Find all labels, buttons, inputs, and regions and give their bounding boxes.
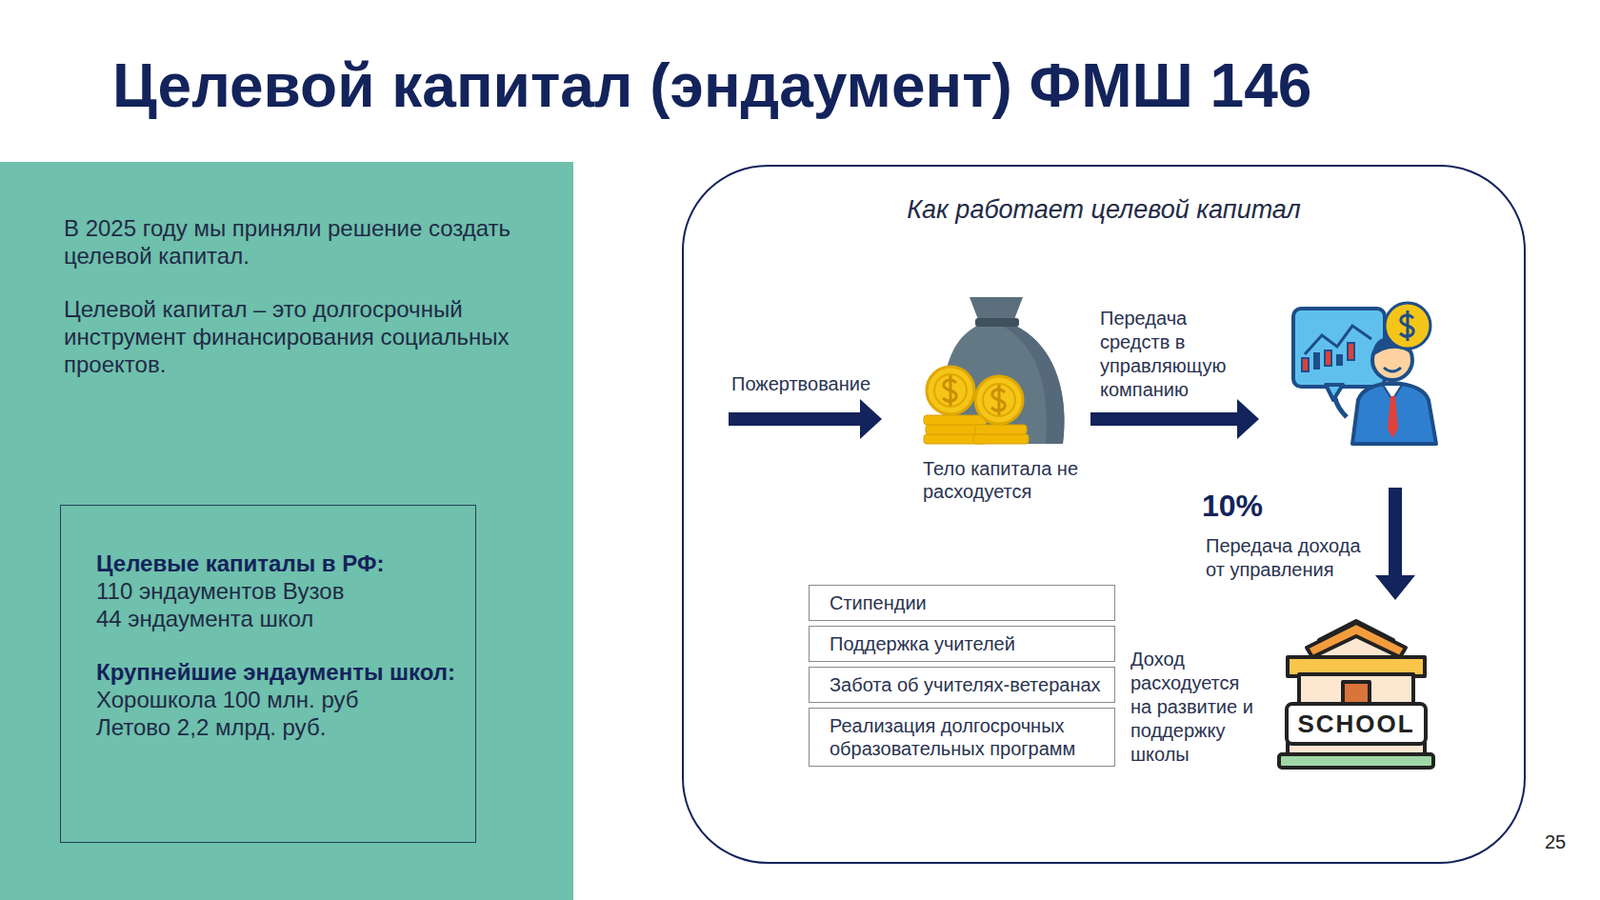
page-number: 25 <box>1544 830 1566 854</box>
use-item-text: Поддержка учителей <box>829 632 1105 656</box>
stats-line: 44 эндаумента школ <box>96 604 457 633</box>
capital-caption: Тело капитала не расходуется <box>922 457 1085 503</box>
definition-text: Целевой капитал – это долгосрочный инстр… <box>63 295 521 379</box>
school-sign-text: SCHOOL <box>1297 708 1415 740</box>
percent-label: 10% <box>1201 487 1263 524</box>
flow-arrows <box>728 399 1416 600</box>
stats-heading: Целевые капиталы в РФ: <box>96 549 457 578</box>
frame-heading: Как работает целевой капитал <box>683 193 1524 226</box>
use-item-box: Поддержка учителей <box>808 625 1116 662</box>
use-item-box: Стипендии <box>808 584 1116 621</box>
slide-title: Целевой капитал (эндаумент) ФМШ 146 <box>112 49 1312 122</box>
use-item-text: Стипендии <box>829 591 1105 615</box>
money-bag-icon <box>923 297 1065 444</box>
stats-box: Целевые капиталы в РФ:110 эндаументов Ву… <box>60 504 477 843</box>
school-icon <box>1279 620 1434 768</box>
use-item-text: Реализация долгосрочных образовательных … <box>829 714 1105 760</box>
use-item-box: Забота об учителях-ветеранах <box>808 666 1116 703</box>
caption-text: Тело капитала не расходуется <box>922 457 1085 503</box>
school-sign: SCHOOL <box>1284 701 1427 746</box>
intro-panel: В 2025 году мы приняли решение создать ц… <box>0 161 574 900</box>
stats-line: Хорошкола 100 млн. руб <box>96 685 457 714</box>
flow-label: Передача дохода от управления <box>1205 534 1368 582</box>
stats-heading: Крупнейшие эндаументы школ: <box>96 658 457 686</box>
flow-label: Пожертвование <box>731 372 871 396</box>
use-item-box: Реализация долгосрочных образовательных … <box>808 707 1116 767</box>
flow-label: Доход расходуется на развитие и поддержк… <box>1130 647 1266 767</box>
use-item-text: Забота об учителях-ветеранах <box>829 673 1105 697</box>
manager-icon <box>1293 302 1437 444</box>
flow-label: Передача средств в управляющую компанию <box>1100 306 1260 402</box>
intro-text: В 2025 году мы приняли решение создать ц… <box>63 214 521 270</box>
stats-line: 110 эндаументов Вузов <box>96 577 457 605</box>
scheme-frame: Как работает целевой капиталТело капитал… <box>681 164 1526 864</box>
stats-line: Летово 2,2 млрд. руб. <box>96 713 457 741</box>
